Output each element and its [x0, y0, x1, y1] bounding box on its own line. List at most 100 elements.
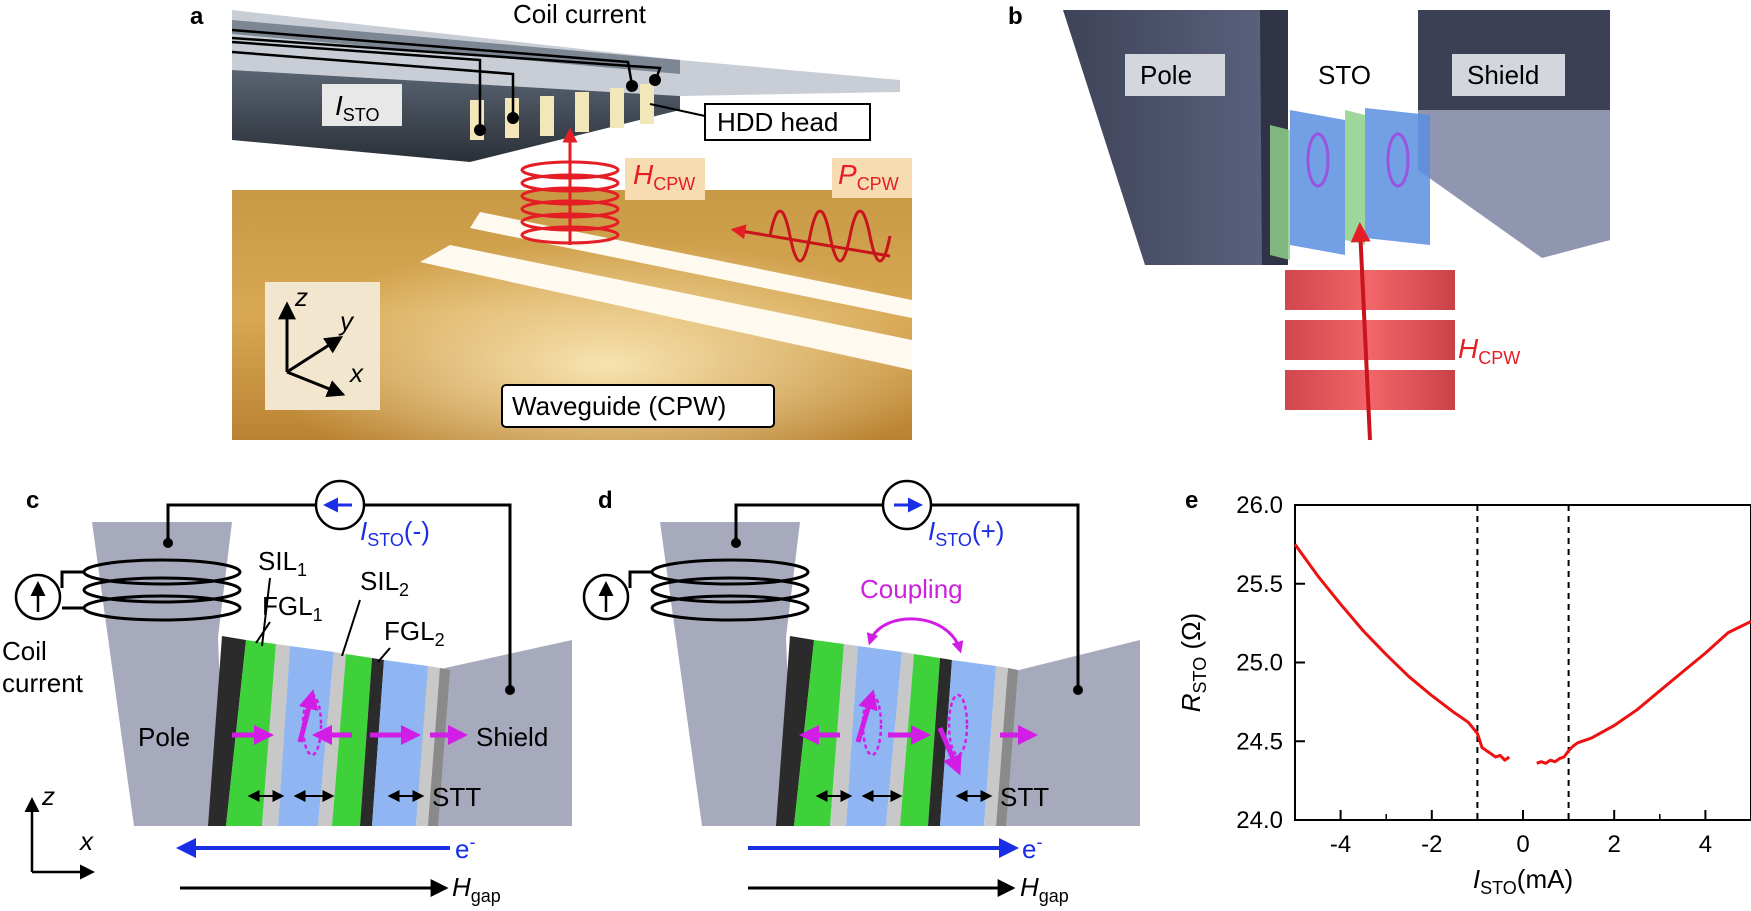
pole-label-bg-b — [1125, 54, 1225, 96]
sto-label-b: STO — [1318, 60, 1371, 90]
panel-e-letter: e — [1185, 487, 1198, 514]
axes-arrows-c — [24, 797, 95, 880]
layer-leaders-c — [255, 577, 391, 663]
pole-contact-d — [731, 538, 741, 548]
current-label-d: ISTO(+) — [928, 516, 1004, 550]
panel-c: c — [2, 479, 572, 906]
magnetization-arrows-c — [232, 689, 468, 745]
coil-current-label: Coil current — [513, 0, 647, 29]
p-cpw-label: PCPW — [838, 159, 899, 194]
panel-b-letter: b — [1008, 3, 1023, 30]
sto-layer-blue-1 — [1290, 110, 1345, 255]
x-axis-label: ISTO(mA) — [1473, 864, 1573, 898]
electron-label-c: e- — [455, 832, 475, 864]
shield-face — [1418, 110, 1610, 258]
fgl2-label: FGL2 — [384, 616, 445, 650]
hdd-head-box — [704, 103, 871, 141]
h-cpw-arrow-b — [1350, 222, 1372, 441]
i-sto-label-bg — [322, 84, 402, 126]
cpw-slot-upper — [470, 212, 912, 318]
chart-frame — [1294, 504, 1751, 821]
sil2-label: SIL2 — [360, 566, 409, 600]
h-cpw-label-bg — [625, 158, 705, 200]
fgl1-label: FGL1 — [262, 591, 323, 625]
wire-contacts — [474, 74, 661, 136]
x-tick-label: 2 — [1608, 831, 1621, 858]
sto-precession-rings — [1306, 132, 1410, 188]
layer-stack-d — [776, 636, 1018, 826]
panel-c-letter: c — [26, 487, 39, 514]
coil-windings-d — [628, 558, 810, 622]
hgap-label-c: Hgap — [452, 872, 501, 906]
coupling-arrow — [866, 617, 964, 654]
panel-b: b Pole STO Shield HCPW — [1008, 3, 1610, 441]
axes-arrows-a — [278, 301, 346, 398]
resistance-curve-1 — [1293, 543, 1511, 762]
magnetization-arrows-d — [799, 689, 1038, 776]
axis-y-a: y — [338, 306, 355, 336]
h-cpw-label-b: HCPW — [1458, 333, 1520, 368]
layer-stack-c — [208, 636, 450, 826]
coil-current-label-bg — [495, 0, 675, 28]
y-tick-label: 25.5 — [1236, 571, 1283, 598]
axes-inset — [265, 282, 380, 410]
sto-circuit-c — [166, 503, 512, 690]
x-tick-label: -2 — [1421, 831, 1442, 858]
sto-circuit-d — [734, 503, 1080, 690]
cpw-slot-lower — [420, 245, 912, 370]
shield-label-c: Shield — [476, 722, 548, 752]
x-tick-label: 4 — [1699, 831, 1712, 858]
stt-label-d: STT — [1000, 782, 1049, 812]
axis-x-a: x — [348, 358, 364, 388]
shield-shape-d — [1003, 640, 1140, 826]
electron-label-d: e- — [1022, 832, 1042, 864]
hdd-head-label: HDD head — [717, 107, 838, 137]
panel-a: a Coil — [190, 0, 912, 440]
coupling-label: Coupling — [860, 574, 963, 604]
stt-label-c: STT — [432, 782, 481, 812]
h-cpw-column-b — [1285, 270, 1455, 410]
coil-label-c-line1: Coil — [2, 636, 47, 666]
coil-label-c-line2: current — [2, 668, 84, 698]
shield-label-b: Shield — [1467, 60, 1539, 90]
axis-x-c: x — [78, 826, 94, 856]
shield-contact-c — [505, 685, 515, 695]
p-cpw-wave — [768, 209, 892, 263]
precession-ring-c — [301, 693, 323, 757]
pole-block — [1063, 10, 1288, 265]
current-label-c: ISTO(-) — [360, 516, 430, 550]
waveguide-label: Waveguide (CPW) — [512, 391, 726, 421]
i-sto-label: ISTO — [335, 90, 379, 125]
x-tick-label: -4 — [1330, 831, 1351, 858]
hgap-label-d: Hgap — [1020, 872, 1069, 906]
shield-label-bg-b — [1452, 54, 1565, 96]
sto-layer-blue-2 — [1365, 108, 1430, 245]
panel-a-letter: a — [190, 3, 204, 30]
y-tick-label: 24.0 — [1236, 807, 1283, 834]
precession-ring-d1 — [861, 693, 883, 757]
pole-label-b: Pole — [1140, 60, 1192, 90]
hdd-head-leader — [649, 103, 706, 117]
shield-contact-d — [1073, 685, 1083, 695]
pole-contact-c — [163, 538, 173, 548]
axis-z-a: z — [294, 282, 308, 312]
pole-shape-c — [92, 522, 232, 826]
precession-ring-d2 — [947, 693, 969, 757]
h-cpw-label-a: HCPW — [633, 159, 695, 194]
pole-label-c: Pole — [138, 722, 190, 752]
sil1-label: SIL1 — [258, 546, 307, 580]
y-axis-label: RSTO (Ω) — [1176, 613, 1210, 712]
shield-shape-c — [418, 640, 572, 826]
panel-d-letter: d — [598, 487, 613, 514]
resistance-curve-2 — [1536, 620, 1751, 765]
coil-windings-c — [60, 558, 242, 622]
y-tick-label: 25.0 — [1236, 650, 1283, 677]
y-tick-label: 26.0 — [1236, 492, 1283, 519]
panel-d: d ISTO(+) — [582, 479, 1140, 906]
sto-layer-green-2 — [1345, 110, 1365, 245]
axis-z-c: z — [41, 781, 55, 811]
p-cpw-label-bg — [832, 158, 912, 198]
